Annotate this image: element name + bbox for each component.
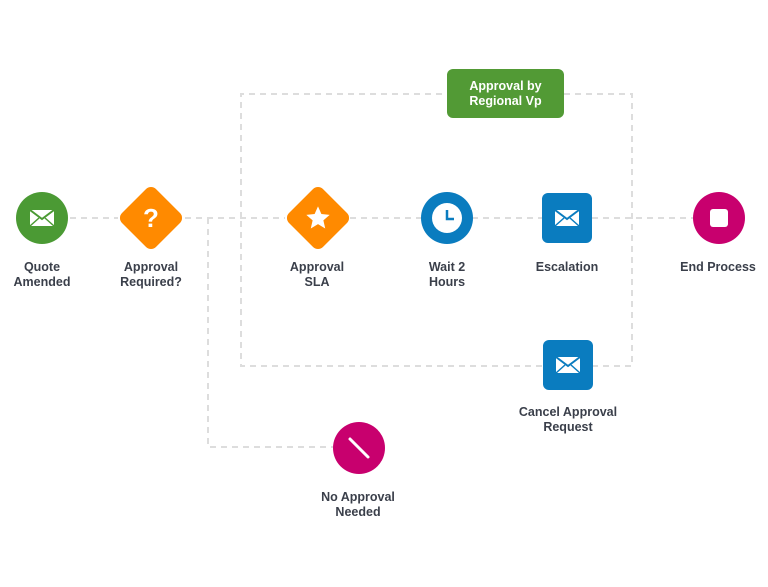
escalation-shape[interactable] [542,193,592,243]
no-approval-needed-label: No Approval Needed [321,490,395,519]
wait-2-hours-shape[interactable] [421,192,473,244]
end-process-label: End Process [680,260,756,274]
no-approval-needed-shape[interactable] [333,422,385,474]
stop-icon [710,209,728,227]
connector-cancel-loop [240,218,542,367]
envelope-icon [29,209,55,227]
approval-sla-label: Approval SLA [289,260,345,289]
quote-amended-shape[interactable] [16,192,68,244]
clock-icon [432,203,462,233]
envelope-icon [555,356,581,374]
question-mark-icon: ? [143,202,159,233]
wait-2-hours-label: Wait 2 Hours [428,260,466,289]
approval-by-regional-vp-step[interactable]: Approval by Regional Vp [447,69,564,118]
escalation-label: Escalation [535,260,599,274]
connector-regional-vp-right [564,93,633,367]
end-process-shape[interactable] [693,192,745,244]
cancel-approval-request-shape[interactable] [543,340,593,390]
approval-sla-shape[interactable] [284,184,352,252]
no-entry-icon [348,437,370,459]
badge-line-2: Regional Vp [469,93,542,108]
badge-line-1: Approval by [469,78,542,93]
approval-required-label: Approval Required? [120,260,182,289]
cancel-approval-request-label: Cancel Approval Request [518,405,618,434]
connector-regional-vp-loop [240,93,447,218]
connector-no-approval-branch [207,218,334,448]
quote-amended-label: Quote Amended [13,260,71,289]
envelope-icon [554,209,580,227]
star-icon [306,206,330,229]
